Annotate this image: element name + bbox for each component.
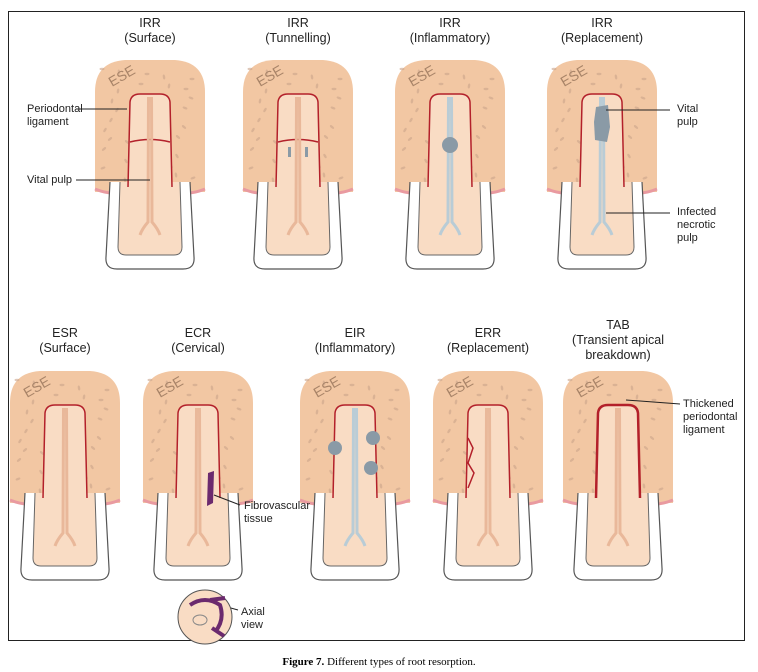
crown xyxy=(569,181,635,256)
crown xyxy=(165,492,231,567)
resorption-line xyxy=(129,138,171,143)
tooth-diagram-replacement: ESE xyxy=(546,60,658,270)
title-irr-tunnelling: IRR(Tunnelling) xyxy=(265,16,331,45)
title-esr: ESR(Surface) xyxy=(39,326,91,355)
leader-line xyxy=(625,399,681,405)
crown xyxy=(322,492,388,567)
title-irr-inflammatory: IRR(Inflammatory) xyxy=(409,16,491,45)
pulp-canal xyxy=(286,96,310,236)
pulp-canal xyxy=(606,407,630,547)
title-eir: EIR(Inflammatory) xyxy=(314,326,396,355)
label-periodontal-ligament: Periodontal ligament xyxy=(27,103,83,128)
title-irr-surface: IRR(Surface) xyxy=(124,16,176,45)
resorption-line xyxy=(277,138,319,143)
fibrovascular-lesion xyxy=(207,471,214,506)
crown xyxy=(417,181,483,256)
external-lesion xyxy=(364,461,378,475)
pulp-canal xyxy=(186,407,210,547)
label-vital-pulp: Vital pulp xyxy=(27,174,73,186)
pulp-canal xyxy=(343,407,367,547)
pulp-canal xyxy=(53,407,77,547)
root xyxy=(465,404,511,499)
pulp-canal xyxy=(438,96,462,236)
pulp-canal xyxy=(138,96,162,236)
root xyxy=(42,404,88,499)
figure-caption: Figure 7. Different types of root resorp… xyxy=(282,656,476,668)
title-ecr: ECR(Cervical) xyxy=(171,326,225,355)
tooth-diagram-eir: ESE xyxy=(299,371,411,581)
tunnel-lesion xyxy=(288,147,291,157)
label-axial-view: Axial view xyxy=(241,606,265,631)
inflammatory-lesion xyxy=(442,137,458,153)
crown xyxy=(32,492,98,567)
crown xyxy=(585,492,651,567)
crown xyxy=(455,492,521,567)
title-irr-replacement: IRR(Replacement) xyxy=(561,16,643,45)
pulp-canal xyxy=(476,407,500,547)
tooth-diagram-err: ESE xyxy=(432,371,544,581)
tooth-diagram-ecr: ESE xyxy=(142,371,254,581)
external-lesion xyxy=(328,441,342,455)
pulp-canal xyxy=(590,96,614,236)
title-err: ERR(Replacement) xyxy=(447,326,529,355)
crown xyxy=(265,181,331,256)
tooth-diagram-tab: ESE xyxy=(562,371,674,581)
tooth-diagram-esr: ESE xyxy=(9,371,121,581)
replacement-irregularity xyxy=(467,437,475,489)
axial-view-diagram xyxy=(177,589,233,645)
tunnel-lesion xyxy=(305,147,308,157)
root xyxy=(127,93,173,188)
figure-frame xyxy=(8,11,745,641)
tooth-diagram-surface: ESE xyxy=(94,60,206,270)
tooth-diagram-tunnelling: ESE xyxy=(242,60,354,270)
label-vital-pulp-replacement: Vital pulp xyxy=(677,103,699,128)
tooth-diagram-inflammatory: ESE xyxy=(394,60,506,270)
label-thickened-periodontal-ligament: Thickened periodontal ligament xyxy=(683,398,738,436)
external-lesion xyxy=(366,431,380,445)
label-fibrovascular-tissue: Fibrovascular tissue xyxy=(244,500,311,525)
label-infected-necrotic-pulp: Infected necrotic pulp xyxy=(677,206,717,244)
title-tab: TAB(Transient apical breakdown) xyxy=(572,318,664,362)
root xyxy=(275,93,321,188)
crown xyxy=(117,181,183,256)
root xyxy=(332,404,378,499)
root xyxy=(594,403,642,499)
leader-line xyxy=(213,494,241,506)
replacement-lesion xyxy=(594,105,610,142)
